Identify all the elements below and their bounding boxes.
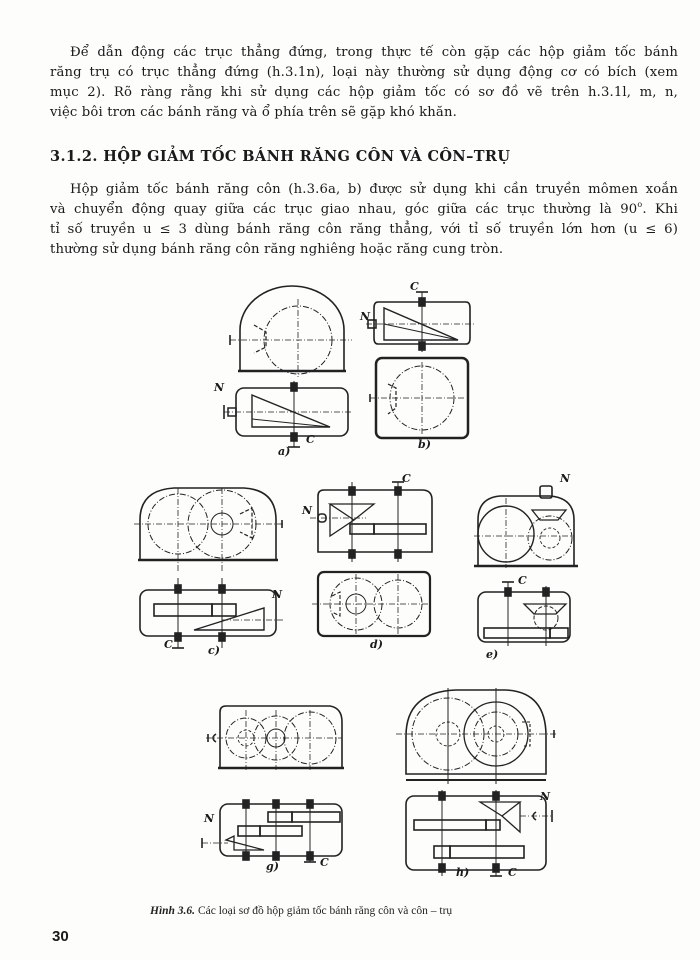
sublabel-g: g): [266, 860, 279, 873]
sublabel-b: b): [418, 438, 431, 451]
input-shaft-label: N: [214, 381, 225, 394]
bevel-gearbox-a-drawing: [223, 285, 352, 448]
sublabel-d: d): [370, 638, 383, 651]
output-shaft-label: C: [320, 856, 329, 869]
text-line: Hộp giảm tốc bánh răng côn (h.3.6a, b) đ…: [70, 182, 678, 197]
input-shaft-label: N: [204, 812, 215, 825]
text-line: thường sử dụng bánh răng côn răng nghiên…: [50, 242, 504, 257]
bevel-gearbox-b-drawing: [366, 291, 474, 440]
paragraph-intro: Để dẫn động các trục thẳng đứng, trong t…: [50, 43, 678, 123]
text-fragment: . Khi: [642, 202, 678, 217]
text-line: tỉ số truyền u ≤ 3 dùng bánh răng côn ră…: [50, 222, 678, 237]
input-shaft-label: N: [360, 310, 371, 323]
diagram-b: N C b): [360, 280, 476, 451]
diagram-g: N C g): [198, 700, 348, 873]
output-shaft-label: C: [164, 638, 173, 651]
bevel-cylindrical-gearbox-g-drawing: [201, 705, 344, 863]
diagram-a: N C a): [214, 285, 362, 458]
input-shaft-label: N: [272, 588, 283, 601]
text-line: răng trụ có trục thẳng đứng (h.3.1n), lo…: [50, 65, 678, 80]
sublabel-a: a): [278, 445, 291, 458]
bevel-cylindrical-gearbox-d-drawing: [310, 481, 433, 638]
diagram-h: N C h): [396, 682, 556, 882]
degree-superscript: o: [637, 200, 643, 209]
bevel-cylindrical-gearbox-e-drawing: [474, 485, 578, 646]
output-shaft-label: C: [518, 574, 527, 587]
output-shaft-label: C: [306, 433, 315, 446]
diagram-d: N C d): [302, 472, 440, 651]
diagram-e: N C e): [470, 472, 580, 661]
sublabel-h: h): [456, 866, 470, 879]
output-shaft-label: C: [508, 866, 517, 879]
sublabel-c: c): [208, 644, 220, 657]
text-fragment: và chuyển động quay giữa các trục giao n…: [50, 202, 638, 217]
figure-reference: Hình 3.6.: [150, 905, 196, 917]
bevel-cylindrical-gearbox-c-drawing: [134, 487, 284, 649]
caption-text: Các loại sơ đồ hộp giảm tốc bánh răng cô…: [195, 905, 453, 917]
text-line: Để dẫn động các trục thẳng đứng, trong t…: [70, 45, 678, 60]
input-shaft-label: N: [302, 504, 313, 517]
page-number: 30: [52, 928, 69, 945]
input-shaft-label: N: [560, 472, 571, 485]
sublabel-e: e): [486, 648, 499, 661]
output-shaft-label: C: [402, 472, 411, 485]
text-line: và chuyển động quay giữa các trục giao n…: [50, 200, 678, 220]
bevel-cylindrical-gearbox-h-drawing: [396, 688, 556, 877]
section-heading: 3.1.2. HỘP GIẢM TỐC BÁNH RĂNG CÔN VÀ CÔN…: [50, 148, 511, 165]
diagram-c: N C c): [134, 480, 284, 657]
output-shaft-label: C: [410, 280, 419, 293]
text-line: việc bôi trơn các bánh răng và ổ phía tr…: [50, 105, 457, 120]
figure-caption: Hình 3.6. Các loại sơ đồ hộp giảm tốc bá…: [150, 905, 452, 917]
input-shaft-label: N: [540, 790, 551, 803]
paragraph-bevel-gearbox: Hộp giảm tốc bánh răng côn (h.3.6a, b) đ…: [50, 180, 678, 260]
text-line: mục 2). Rõ ràng rằng khi sử dụng các hộp…: [50, 85, 678, 100]
